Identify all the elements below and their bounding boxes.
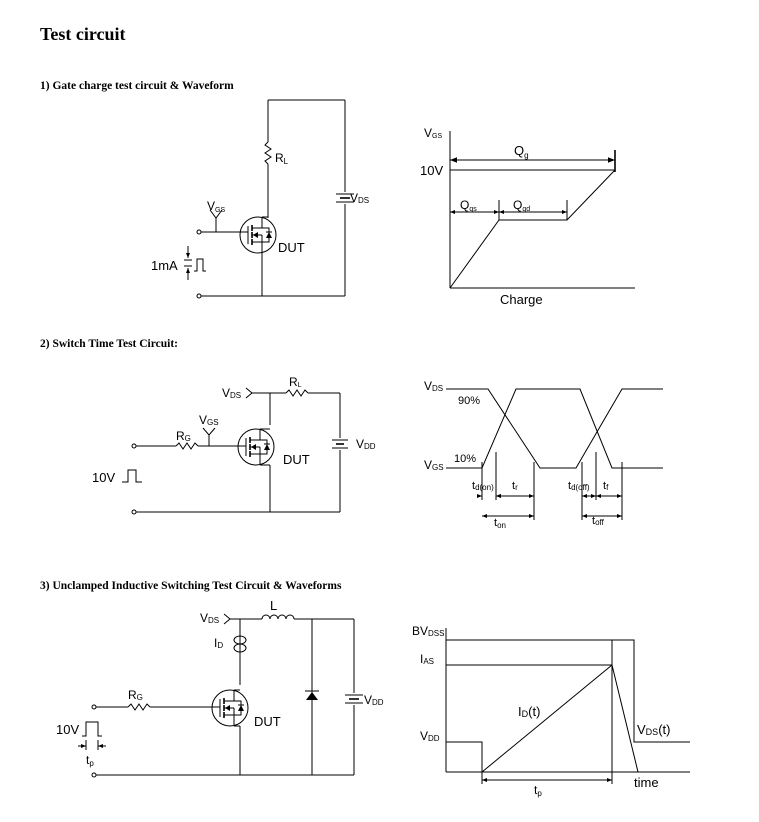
- td-on-label: td(on): [472, 480, 494, 492]
- load-resistor-symbol: [264, 141, 272, 165]
- dut-label: DUT: [254, 714, 281, 729]
- pulse-10v-label: 10V: [56, 722, 79, 737]
- charge-axis-label: Charge: [500, 292, 543, 307]
- qg-label: Qg: [514, 143, 529, 160]
- current-probe-symbol: [233, 635, 247, 653]
- mosfet-symbol: [211, 689, 249, 727]
- gate-charge-circuit: RL VGS VDS DUT 1mA: [151, 99, 369, 299]
- uis-circuit: VDS L ID RG DUT VDD 10V tp: [56, 598, 384, 778]
- vgs-probe-symbol: [202, 427, 216, 436]
- bvdss-label: BVDSS: [412, 624, 444, 638]
- vds-probe-arrow: [245, 387, 253, 399]
- dut-label: DUT: [278, 240, 305, 255]
- pulse-10v-label: 10V: [92, 470, 115, 485]
- vds-label: VDS: [350, 191, 369, 205]
- vds-probe-arrow: [223, 613, 231, 625]
- vgs-probe-symbol: [209, 209, 223, 219]
- tr-label: tr: [512, 480, 518, 492]
- rg-label: RG: [128, 688, 143, 702]
- vds-t-label: VDS(t): [637, 722, 670, 737]
- switch-time-circuit: VDS RL VGS RG VDD DUT 10V: [92, 375, 376, 515]
- vgs-waveform: [446, 388, 663, 469]
- gate-charge-waveform: VGS 10V Qg Qgs Qgd Charge: [420, 126, 635, 307]
- vds-label: VDS: [222, 386, 241, 400]
- vgs-label: VGS: [207, 199, 225, 214]
- waveform-10v-label: 10V: [420, 163, 443, 178]
- ias-label: IAS: [420, 652, 434, 666]
- current-ramp-line: [481, 664, 613, 773]
- dut-label: DUT: [283, 452, 310, 467]
- rg-resistor-symbol: [175, 442, 199, 450]
- rl-label: RL: [289, 375, 302, 389]
- page-title: Test circuit: [40, 24, 126, 44]
- uis-waveform: BVDSS IAS VDD ID(t) VDS(t) tp time: [412, 624, 690, 798]
- toff-label: toff: [592, 515, 605, 527]
- tf-label: tf: [603, 480, 609, 492]
- id-label: ID: [214, 636, 223, 650]
- pulse-symbol: [82, 721, 102, 737]
- ninety-percent-label: 90%: [458, 395, 480, 407]
- ton-label: ton: [494, 517, 506, 530]
- inductor-label: L: [270, 598, 277, 613]
- mosfet-symbol: [237, 428, 275, 466]
- waveform-vds-label: VDS: [424, 379, 443, 393]
- vds-label: VDS: [200, 611, 219, 625]
- vdd-label: VDD: [356, 437, 376, 451]
- vds-waveform: [446, 388, 663, 469]
- switch-time-waveform: VDS VGS 90% 10% td(on) tr ton td(off) tf…: [424, 379, 663, 530]
- inductor-symbol: [261, 614, 295, 620]
- vdd-label: VDD: [364, 693, 384, 707]
- rg-resistor-symbol: [127, 703, 151, 711]
- waveform-vdd-label: VDD: [420, 729, 440, 743]
- waveform-vgs-label: VGS: [424, 126, 442, 140]
- td-off-label: td(off): [568, 480, 590, 492]
- rl-resistor-symbol: [285, 389, 309, 397]
- current-fall-line: [611, 664, 639, 773]
- pulse-symbol: [122, 469, 142, 483]
- current-source-symbol: [184, 246, 206, 280]
- section-heading-switch-time: 2) Switch Time Test Circuit:: [40, 338, 179, 350]
- diode-symbol: [305, 690, 319, 700]
- section-heading-uis: 3) Unclamped Inductive Switching Test Ci…: [40, 580, 342, 592]
- time-axis-label: time: [634, 775, 659, 790]
- id-t-label: ID(t): [518, 704, 540, 719]
- vds-waveform: [612, 639, 690, 743]
- qgs-label: Qgs: [460, 198, 477, 213]
- vdd-source-symbol: [332, 439, 348, 449]
- mosfet-symbol: [239, 216, 277, 254]
- rg-label: RG: [176, 429, 191, 443]
- gate-charge-curve: [449, 169, 616, 289]
- load-resistor-label: RL: [275, 151, 289, 166]
- vdd-source-symbol: [345, 694, 363, 704]
- waveform-vgs-label: VGS: [424, 458, 444, 472]
- vgs-label: VGS: [199, 413, 219, 427]
- ten-percent-label: 10%: [454, 453, 476, 465]
- waveform-tp-label: tp: [534, 783, 542, 798]
- terminal-circle: [196, 293, 202, 299]
- tp-label: tp: [86, 753, 94, 768]
- vds-source-symbol: [336, 193, 354, 203]
- section-heading-gate-charge: 1) Gate charge test circuit & Waveform: [40, 80, 234, 92]
- current-label: 1mA: [151, 258, 178, 273]
- qgd-label: Qgd: [513, 198, 530, 213]
